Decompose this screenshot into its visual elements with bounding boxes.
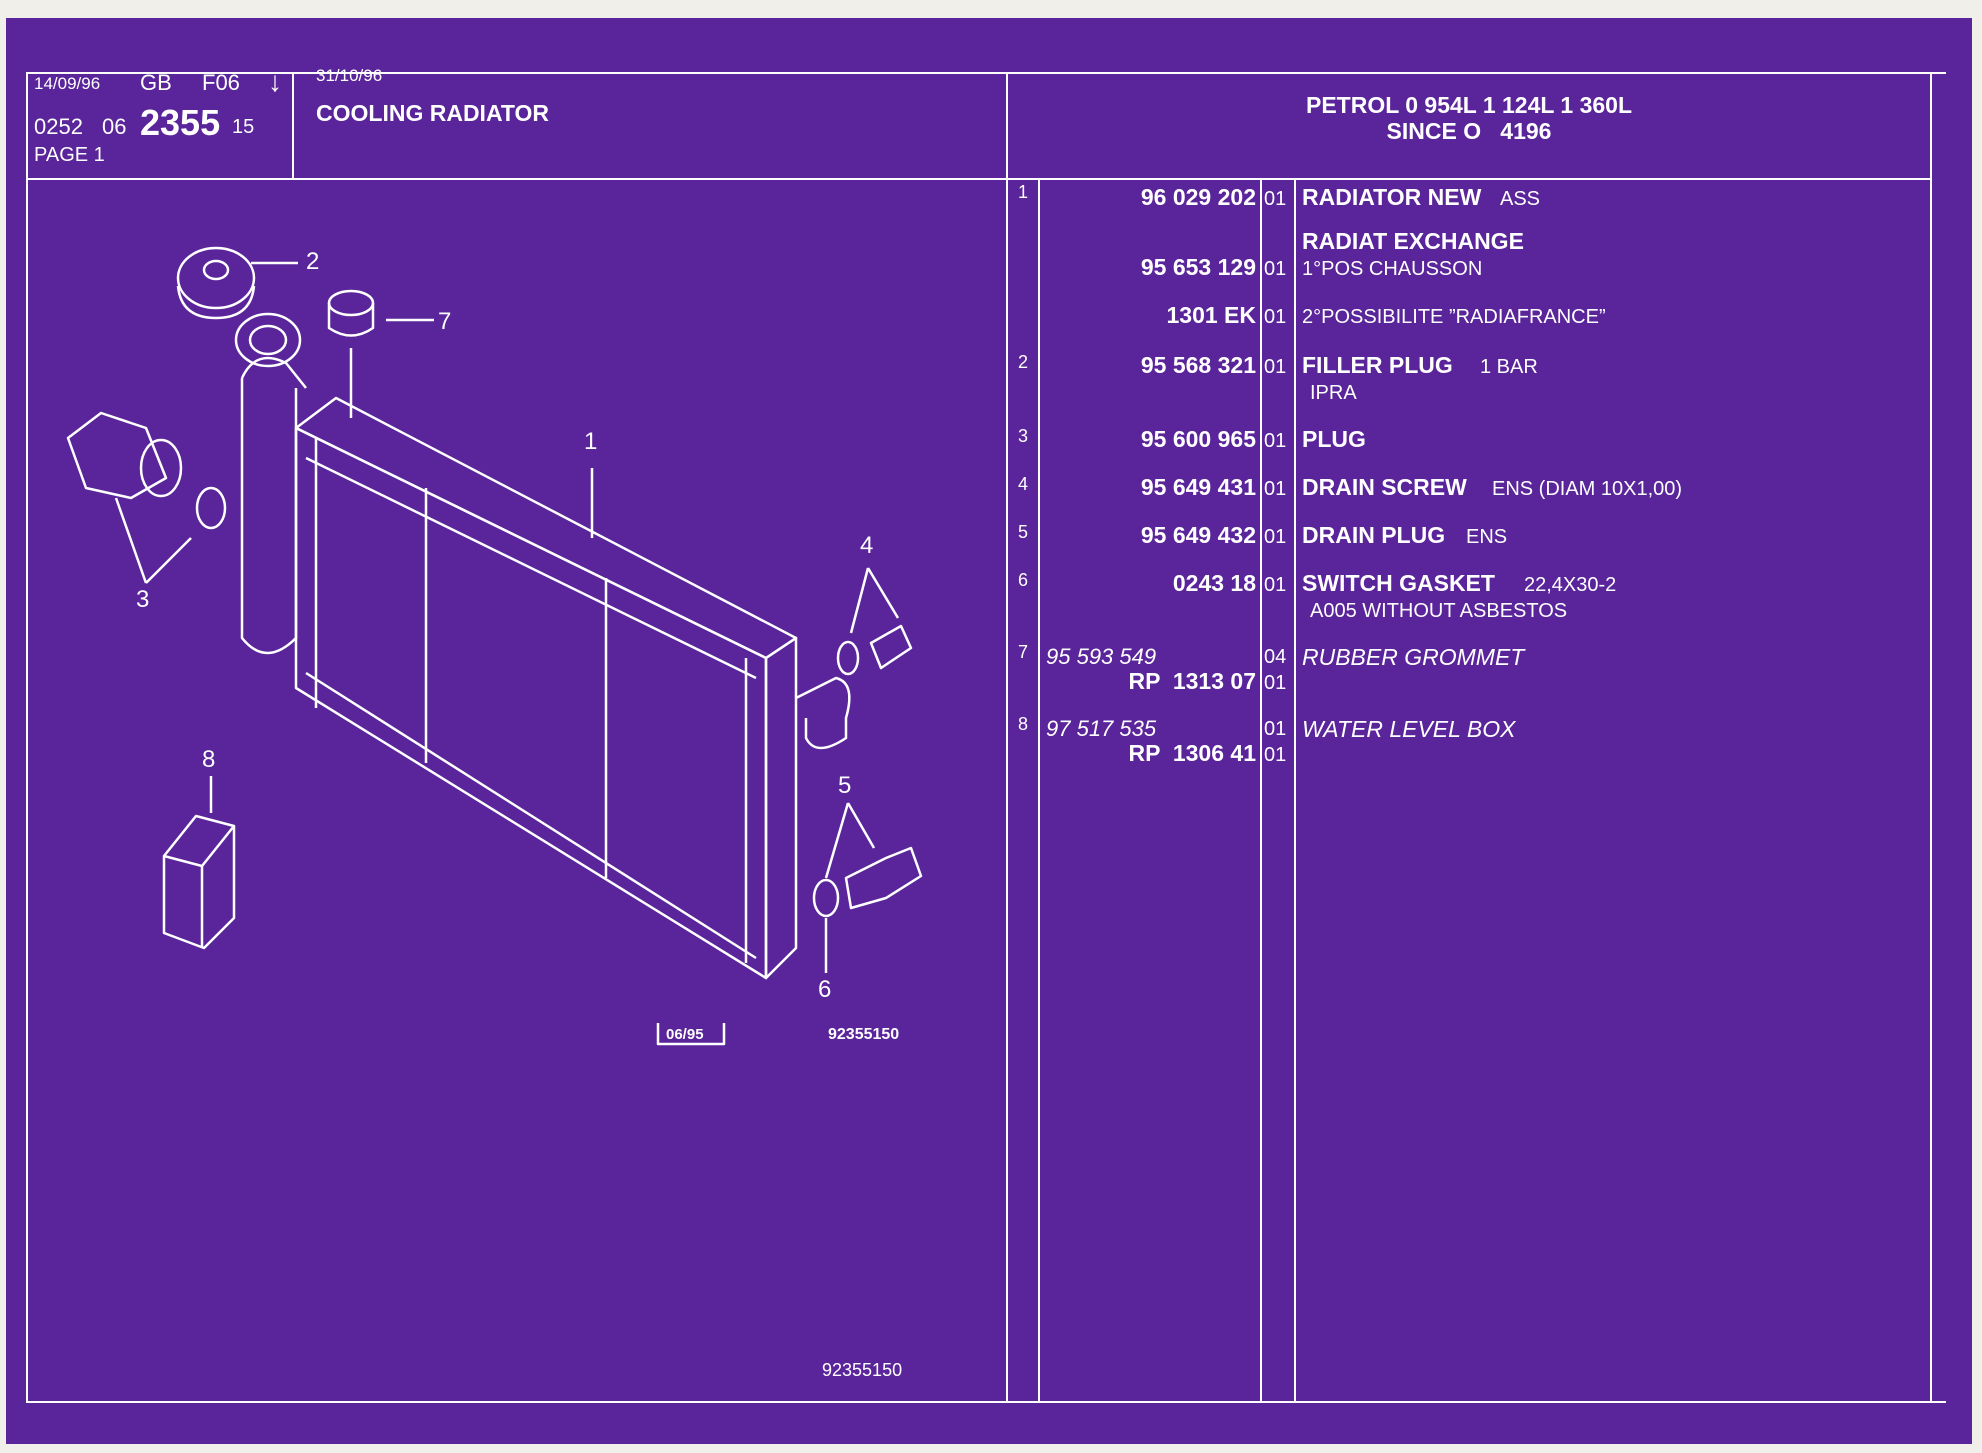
- down-arrow-icon: ↓: [268, 66, 282, 97]
- callout-7: 7: [438, 308, 452, 335]
- callout-6: 6: [818, 976, 832, 1003]
- header-ref-b: 06: [102, 114, 127, 139]
- part-desc-2b: IPRA: [1310, 382, 1357, 404]
- part-number-7-alt: RP 1313 07: [1128, 668, 1256, 694]
- item-8: 8: [1018, 714, 1029, 734]
- part-number-1b: 95 653 129: [1140, 254, 1256, 280]
- part-name-5: DRAIN PLUG: [1302, 522, 1446, 548]
- callout-4: 4: [860, 532, 874, 559]
- rubber-grommet-part: [327, 289, 375, 418]
- item-3: 3: [1018, 426, 1029, 446]
- radiator-exploded-diagram: [66, 246, 923, 1046]
- frame-left: [26, 72, 28, 1402]
- header-ref-main: 2355: [140, 102, 221, 143]
- divider-col-qty: [1294, 178, 1296, 1402]
- filler-plug-part: [176, 246, 302, 368]
- divider-main: [1006, 72, 1008, 1402]
- header-code: F06: [202, 70, 240, 95]
- qty-5: 01: [1264, 526, 1287, 548]
- part-number-1c: 1301 EK: [1166, 302, 1256, 328]
- part-name-7: RUBBER GROMMET: [1302, 644, 1525, 670]
- header-lang: GB: [140, 70, 172, 95]
- item-4: 4: [1018, 474, 1029, 494]
- qty-7: 04: [1264, 646, 1287, 668]
- part-name-exchange: RADIAT EXCHANGE: [1302, 228, 1524, 254]
- callout-1: 1: [584, 428, 598, 455]
- part-number-6: 0243 18: [1172, 570, 1256, 596]
- part-number-2: 95 568 321: [1140, 352, 1256, 378]
- part-desc-1c: 2°POSSIBILITE ”RADIAFRANCE”: [1302, 306, 1606, 328]
- part-name-3: PLUG: [1302, 426, 1366, 452]
- engine-line-2: SINCE O 4196: [1386, 118, 1552, 144]
- item-2: 2: [1018, 352, 1029, 372]
- header-divider: [26, 178, 1932, 180]
- diagram-stamp: 06/95: [666, 1026, 704, 1043]
- part-desc-1: ASS: [1500, 188, 1541, 210]
- qty-7-alt: 01: [1264, 672, 1287, 694]
- qty-8-alt: 01: [1264, 744, 1287, 766]
- frame-bottom: [26, 1401, 1946, 1403]
- item-1: 1: [1018, 182, 1029, 202]
- footer-ref: 92355150: [822, 1360, 903, 1380]
- part-desc-6b: A005 WITHOUT ASBESTOS: [1310, 600, 1568, 622]
- part-desc-2: 1 BAR: [1480, 356, 1538, 378]
- header-page: PAGE 1: [34, 144, 105, 166]
- outlet-pipe: [795, 676, 851, 750]
- callout-2: 2: [306, 248, 320, 275]
- callout-3: 3: [136, 586, 150, 613]
- qty-1: 01: [1264, 188, 1287, 210]
- header-update-date: 31/10/96: [316, 66, 383, 85]
- part-name-2: FILLER PLUG: [1302, 352, 1453, 378]
- diagram-ref: 92355150: [828, 1026, 900, 1043]
- plug-part: [66, 411, 227, 530]
- water-level-box-part: [162, 814, 236, 950]
- part-number-4: 95 649 431: [1140, 474, 1256, 500]
- part-desc-4: ENS (DIAM 10X1,00): [1492, 478, 1683, 500]
- qty-8: 01: [1264, 718, 1287, 740]
- engine-line-1: PETROL 0 954L 1 124L 1 360L: [1305, 92, 1633, 118]
- frame-top: [26, 72, 1946, 74]
- qty-6: 01: [1264, 574, 1287, 596]
- qty-4: 01: [1264, 478, 1287, 500]
- part-name-8: WATER LEVEL BOX: [1302, 716, 1516, 742]
- divider-col-item: [1038, 178, 1040, 1402]
- header-ref-c: 15: [232, 116, 255, 138]
- callout-5: 5: [838, 772, 852, 799]
- part-number-3: 95 600 965: [1140, 426, 1256, 452]
- item-7: 7: [1018, 642, 1029, 662]
- parts-sheet: 14/09/96 GB F06 ↓ 0252 06 2355 15 PAGE 1…: [6, 18, 1972, 1444]
- item-6: 6: [1018, 570, 1029, 590]
- qty-1c: 01: [1264, 306, 1287, 328]
- part-number-5: 95 649 432: [1140, 522, 1256, 548]
- part-desc-1b: 1°POS CHAUSSON: [1302, 258, 1483, 280]
- divider-col-number: [1260, 178, 1262, 1402]
- part-name-4: DRAIN SCREW: [1302, 474, 1467, 500]
- qty-3: 01: [1264, 430, 1287, 452]
- frame-right: [1930, 72, 1932, 1402]
- part-desc-5: ENS: [1466, 526, 1508, 548]
- expansion-tank: [240, 356, 307, 655]
- part-desc-6: 22,4X30-2: [1524, 574, 1617, 596]
- part-number-1: 96 029 202: [1140, 184, 1256, 210]
- header-date: 14/09/96: [34, 74, 101, 93]
- part-number-7: 95 593 549: [1046, 644, 1157, 669]
- drain-plug-part: [812, 846, 923, 918]
- item-5: 5: [1018, 522, 1029, 542]
- part-name-1: RADIATOR NEW: [1302, 184, 1482, 210]
- divider-header-left: [292, 72, 294, 180]
- page-title: COOLING RADIATOR: [316, 100, 549, 126]
- part-name-6: SWITCH GASKET: [1302, 570, 1495, 596]
- part-number-8-alt: RP 1306 41: [1128, 740, 1256, 766]
- drain-screw-part: [836, 624, 913, 676]
- callout-8: 8: [202, 746, 216, 773]
- radiator-body: [294, 396, 798, 980]
- qty-1b: 01: [1264, 258, 1287, 280]
- header-ref-a: 0252: [34, 114, 83, 139]
- qty-2: 01: [1264, 356, 1287, 378]
- part-number-8: 97 517 535: [1046, 716, 1157, 741]
